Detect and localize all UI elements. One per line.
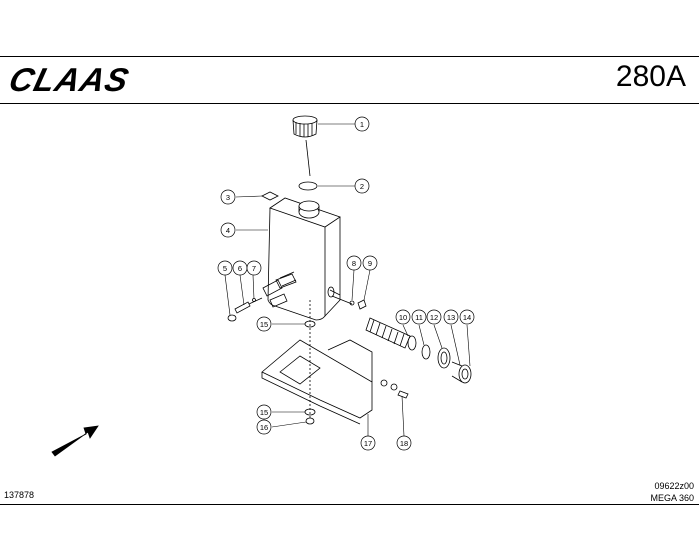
callout-10: 10 <box>399 313 407 322</box>
adapter-part <box>451 361 472 384</box>
nut-part <box>305 417 315 425</box>
model-name: MEGA 360 <box>650 493 694 503</box>
sheet-number: 137878 <box>4 490 35 500</box>
label-plate-part <box>261 191 279 201</box>
fittings-left-part <box>227 271 297 322</box>
tank-part <box>267 197 341 321</box>
callout-16: 16 <box>260 423 268 432</box>
callout-9: 9 <box>368 259 372 268</box>
hose-part <box>365 317 417 351</box>
callout-12: 12 <box>430 313 438 322</box>
callout-18: 18 <box>400 439 408 448</box>
callout-1: 1 <box>360 120 364 129</box>
callout-4: 4 <box>226 226 230 235</box>
callout-7: 7 <box>252 264 256 273</box>
sheet-frame <box>0 56 699 505</box>
union-nut-part <box>437 347 451 369</box>
callout-5: 5 <box>223 264 227 273</box>
drawing-info: 09622z00 MEGA 360 <box>650 480 694 504</box>
page-code: 280A <box>615 60 686 93</box>
callout-6: 6 <box>238 264 242 273</box>
bolt-part <box>380 379 409 399</box>
drawing-code: 09622z00 <box>654 481 694 491</box>
fittings-right-part <box>327 286 367 310</box>
callout-13: 13 <box>447 313 455 322</box>
callout-11: 11 <box>415 313 423 322</box>
o-ring-part <box>421 344 431 360</box>
orientation-arrow-icon <box>51 425 99 457</box>
callout-17: 17 <box>364 439 372 448</box>
callout-3: 3 <box>226 193 230 202</box>
callout-15-lower: 15 <box>260 408 268 417</box>
header-divider <box>0 103 699 104</box>
callout-8: 8 <box>352 259 356 268</box>
filler-cap-part <box>292 115 318 177</box>
callout-2: 2 <box>360 182 364 191</box>
bracket-part <box>261 339 373 425</box>
seal-ring-part <box>298 181 318 191</box>
callout-15-upper: 15 <box>260 320 268 329</box>
callout-14: 14 <box>463 313 471 322</box>
